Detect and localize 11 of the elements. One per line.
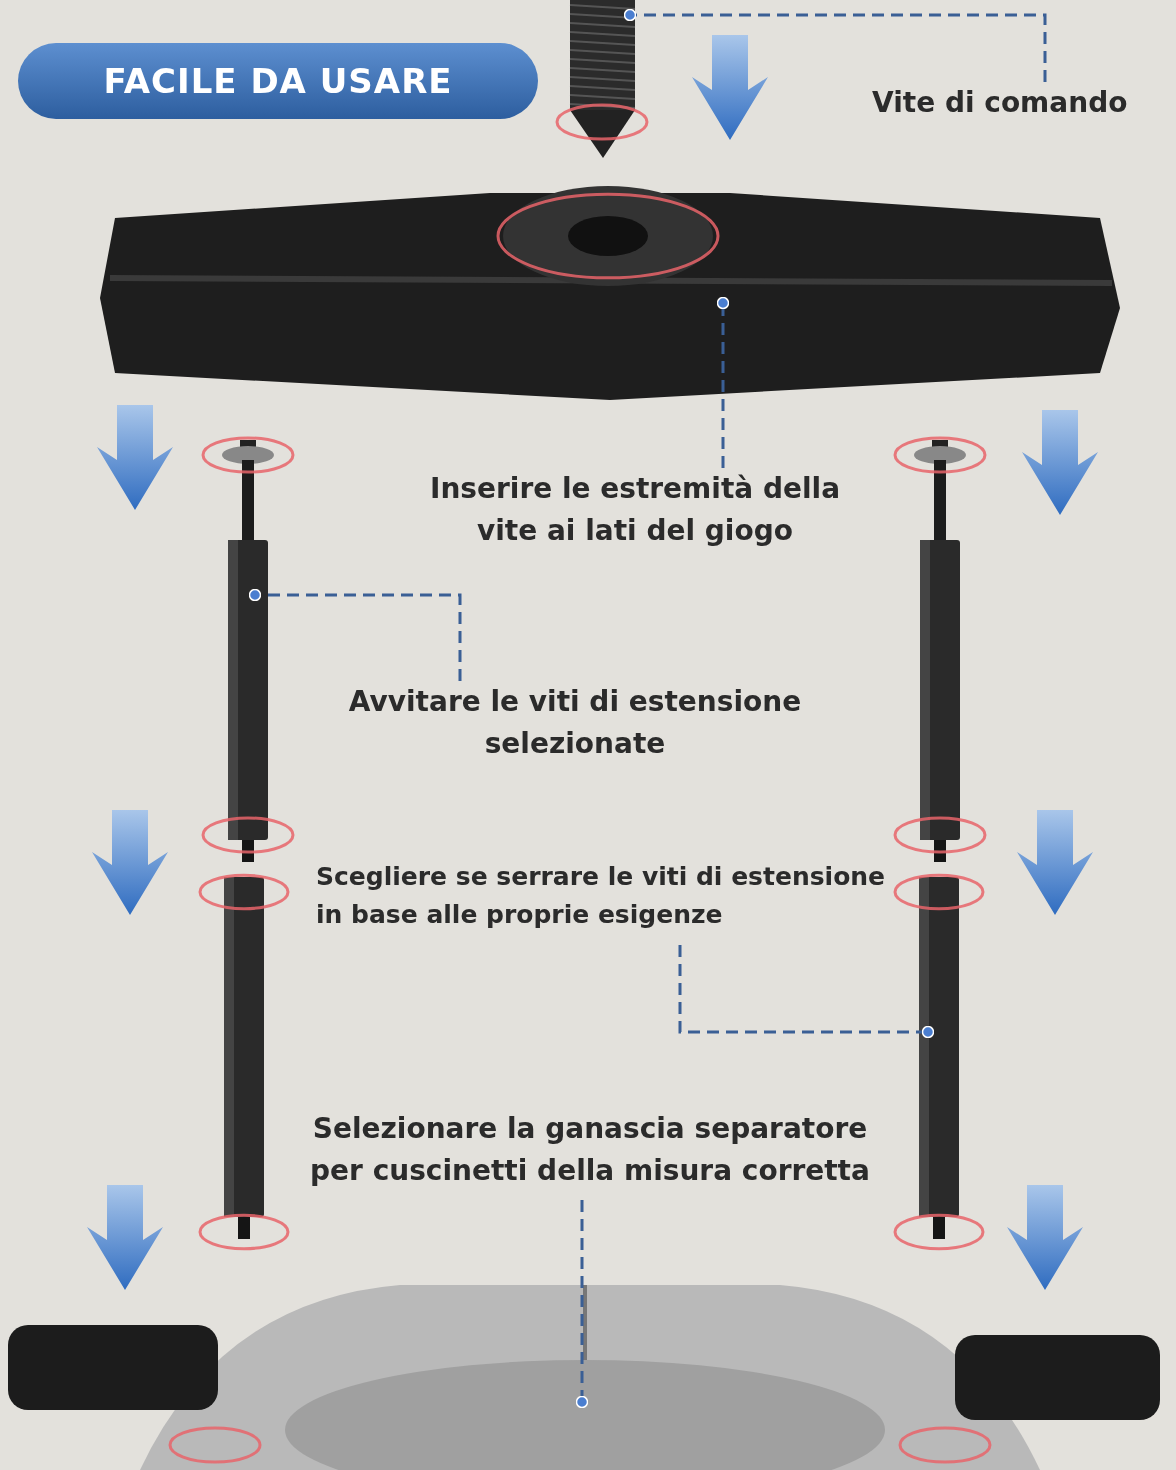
instruction-text: Avvitare le viti di estensione selezionate: [347, 684, 803, 762]
leader-line: [716, 296, 730, 468]
leader-line: [248, 588, 462, 681]
leader-line: [575, 1200, 589, 1409]
title-banner: FACILE DA USARE: [18, 43, 538, 119]
leader-line: [623, 8, 1047, 82]
instruction-text: Vite di comando: [872, 85, 1129, 121]
instruction-text: Scegliere se serrare le viti di estensione in base alle proprie esigenze: [316, 861, 887, 931]
instruction-text: Selezionare la ganascia separatore per cuscinetti della misura corretta: [309, 1111, 871, 1189]
leader-line: [678, 945, 935, 1039]
instruction-text: Inserire le estremità della vite ai lati del giogo: [428, 471, 842, 549]
